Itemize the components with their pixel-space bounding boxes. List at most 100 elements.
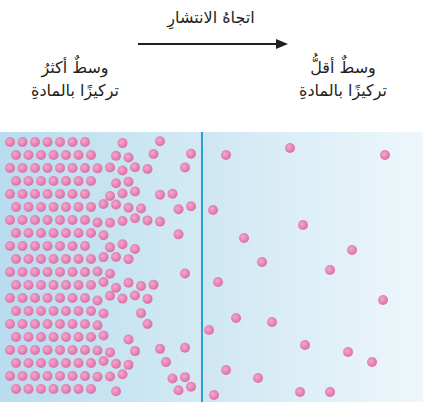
particle — [24, 228, 34, 238]
particle — [86, 254, 96, 264]
particle — [74, 254, 84, 264]
particle — [11, 280, 21, 290]
particle — [68, 241, 78, 251]
particle — [11, 150, 21, 160]
particle — [130, 346, 140, 356]
particle — [68, 215, 78, 225]
particle — [36, 280, 46, 290]
particle — [18, 189, 28, 199]
particle — [24, 280, 34, 290]
particle — [24, 254, 34, 264]
particle — [5, 137, 15, 147]
particle — [30, 137, 40, 147]
particle — [24, 306, 34, 316]
particle — [105, 269, 115, 279]
particle — [5, 267, 15, 277]
particle — [43, 241, 53, 251]
particle — [68, 137, 78, 147]
particle — [43, 319, 53, 329]
arrow-head — [276, 39, 288, 49]
particle — [118, 165, 128, 175]
particle — [74, 150, 84, 160]
particle — [149, 149, 159, 159]
particle — [61, 254, 71, 264]
particle — [99, 277, 109, 287]
particle — [5, 371, 15, 381]
particle — [49, 254, 59, 264]
particle — [105, 191, 115, 201]
particle — [231, 313, 241, 323]
particle — [61, 228, 71, 238]
particle — [74, 228, 84, 238]
particle — [285, 143, 295, 153]
particle — [209, 390, 219, 400]
particle — [36, 228, 46, 238]
particle — [155, 344, 165, 354]
particle — [18, 163, 28, 173]
particle — [118, 294, 128, 304]
particle — [105, 347, 115, 357]
particle — [161, 357, 171, 367]
particle — [61, 306, 71, 316]
particle — [30, 293, 40, 303]
particle — [36, 176, 46, 186]
particle — [347, 245, 357, 255]
particle — [74, 332, 84, 342]
particle — [86, 202, 96, 212]
particle — [55, 319, 65, 329]
particle — [30, 189, 40, 199]
particle — [61, 202, 71, 212]
particle — [11, 176, 21, 186]
particle — [186, 382, 196, 392]
particle — [5, 215, 15, 225]
particle — [105, 242, 115, 252]
particle — [5, 163, 15, 173]
particle — [68, 345, 78, 355]
particle — [221, 365, 231, 375]
particle — [36, 384, 46, 394]
particle — [36, 306, 46, 316]
particle — [49, 228, 59, 238]
particle — [18, 137, 28, 147]
particle — [68, 293, 78, 303]
particle — [99, 252, 109, 262]
particle — [111, 199, 121, 209]
particle — [295, 387, 305, 397]
particle — [30, 345, 40, 355]
particle — [30, 319, 40, 329]
particle — [49, 150, 59, 160]
particle — [74, 202, 84, 212]
particle — [11, 384, 21, 394]
particle — [257, 257, 267, 267]
particle — [130, 162, 140, 172]
particle — [80, 371, 90, 381]
particle — [74, 384, 84, 394]
particle — [86, 384, 96, 394]
particle — [143, 164, 153, 174]
particle — [111, 252, 121, 262]
particle — [86, 150, 96, 160]
particle — [111, 151, 121, 161]
particle — [24, 176, 34, 186]
particle — [18, 319, 28, 329]
particle — [36, 254, 46, 264]
particle — [61, 358, 71, 368]
particle — [49, 202, 59, 212]
particle — [239, 233, 249, 243]
particle — [86, 280, 96, 290]
particle — [74, 358, 84, 368]
particle — [68, 189, 78, 199]
particle — [43, 345, 53, 355]
particle — [30, 163, 40, 173]
particle — [43, 267, 53, 277]
particle — [93, 296, 103, 306]
particle — [5, 345, 15, 355]
particle — [155, 217, 165, 227]
particle — [49, 384, 59, 394]
particle — [174, 204, 184, 214]
particle — [43, 189, 53, 199]
particle — [99, 230, 109, 240]
particle — [80, 163, 90, 173]
particle — [136, 203, 146, 213]
particle — [111, 178, 121, 188]
